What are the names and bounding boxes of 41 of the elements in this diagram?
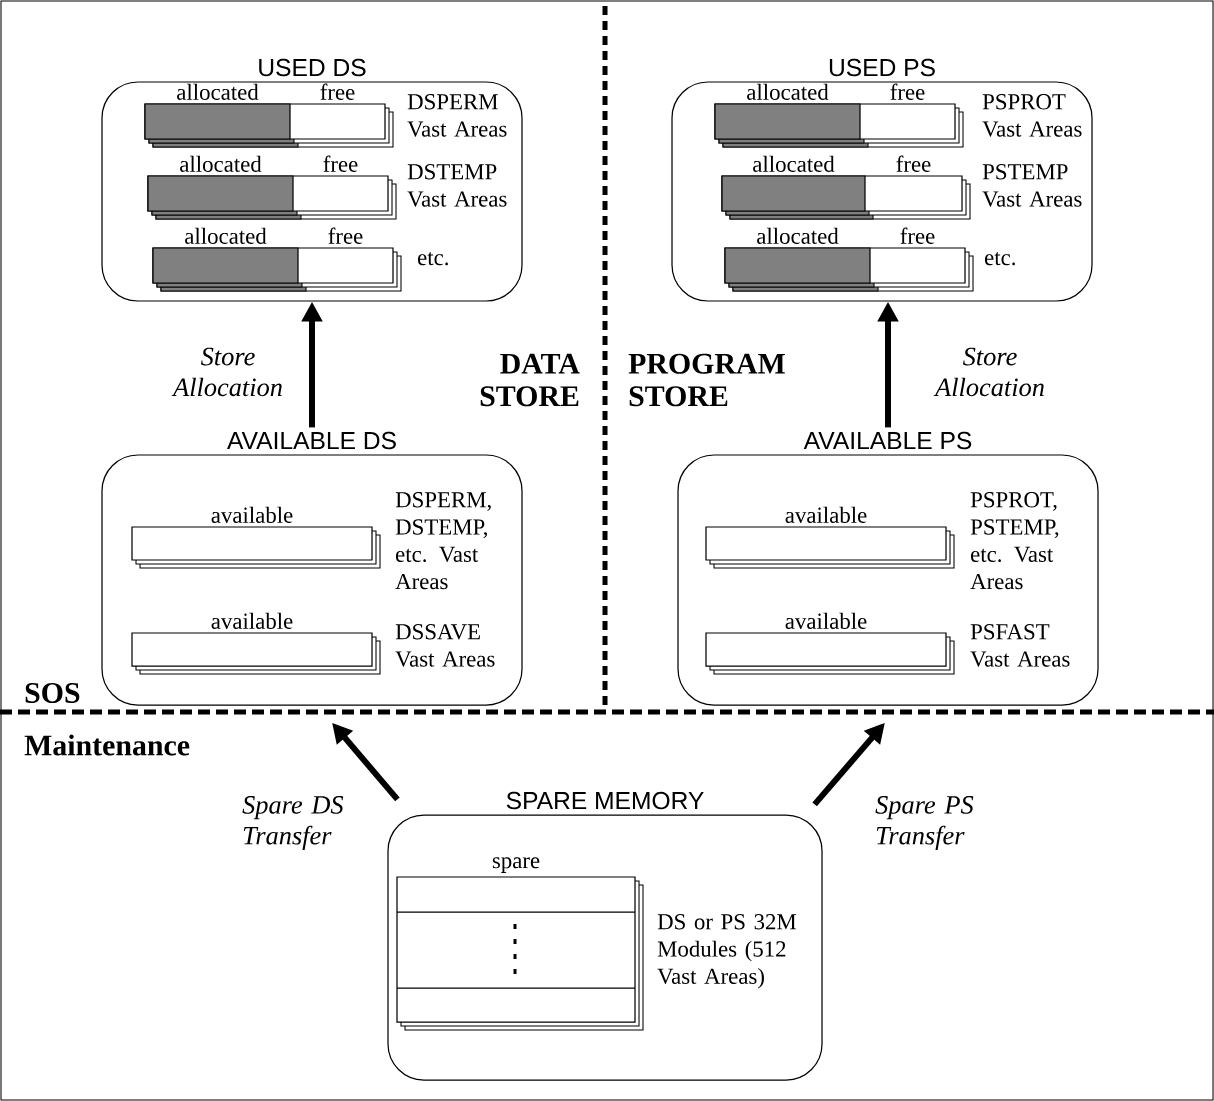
bar-label: free	[890, 83, 925, 100]
bar-label: free	[900, 227, 935, 244]
bar-label: free	[323, 155, 358, 172]
box-heading: AVAILABLE DS	[227, 431, 396, 450]
area-label: PSFAST Vast Areas	[970, 624, 1070, 667]
bar-label: available	[785, 612, 867, 629]
box-heading: SPARE MEMORY	[506, 791, 704, 810]
area-label: DSSAVE Vast Areas	[395, 624, 495, 667]
area-label: DSPERM Vast Areas	[407, 94, 507, 137]
region-label: SOS	[25, 682, 80, 704]
area-label: DS or PS 32M Modules (512 Vast Areas)	[657, 914, 797, 989]
bar-label: allocated	[177, 83, 259, 100]
area-label: etc.	[985, 252, 1015, 266]
area-label: DSTEMP Vast Areas	[407, 164, 507, 207]
edge-label: Store Allocation	[933, 347, 1044, 397]
box-heading: USED DS	[259, 58, 366, 77]
bar-label: free	[320, 83, 355, 100]
area-label: PSPROT Vast Areas	[982, 94, 1082, 137]
bar-label: allocated	[753, 155, 835, 172]
bar-label: spare	[492, 857, 540, 873]
bar-label: allocated	[185, 227, 267, 244]
region-label: DATA STORE	[480, 353, 580, 407]
region-label: Maintenance	[24, 734, 190, 756]
bar-label: available	[211, 612, 293, 629]
edge-label: Spare DS Transfer	[242, 796, 344, 850]
region-label: PROGRAM STORE	[628, 353, 785, 407]
bar-label: allocated	[757, 227, 839, 244]
box-heading: USED PS	[829, 58, 935, 77]
bar-label: free	[328, 227, 363, 244]
area-label: DSPERM, DSTEMP, etc. Vast Areas	[395, 492, 491, 590]
box-heading: AVAILABLE PS	[803, 431, 972, 450]
area-label: PSPROT, PSTEMP, etc. Vast Areas	[970, 492, 1059, 590]
edge-label: Store Allocation	[171, 347, 282, 397]
bar-label: allocated	[180, 155, 262, 172]
edge-label: Spare PS Transfer	[875, 796, 974, 850]
area-label: PSTEMP Vast Areas	[982, 164, 1082, 207]
bar-label: free	[896, 155, 931, 172]
bar-label: allocated	[747, 83, 829, 100]
bar-label: available	[211, 506, 293, 523]
bar-label: available	[785, 506, 867, 523]
area-label: etc.	[418, 252, 448, 266]
